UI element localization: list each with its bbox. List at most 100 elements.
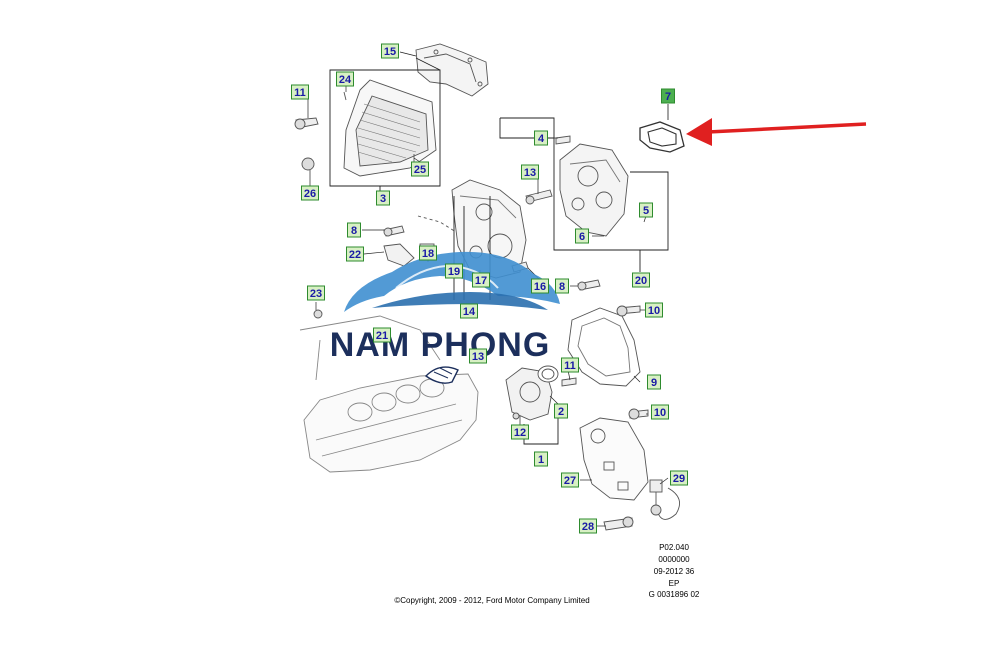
ref-line-4: EP [669,579,680,588]
callout-18: 18 [419,245,437,261]
callout-number: 29 [673,473,685,485]
washer-26-part [301,157,315,171]
callout-box [534,130,548,146]
callout-19: 19 [445,263,463,279]
bolt-11-part [294,117,319,130]
callout-box [373,327,391,343]
callout-number: 1 [538,454,544,466]
ref-line-3: 09-2012 36 [654,567,695,576]
callout-box [336,71,354,87]
ref-line-2: 0000000 [658,555,690,564]
callout-number: 9 [651,377,657,389]
callout-box [647,374,661,390]
callout-4: 4 [534,130,548,146]
callout-number: 17 [475,275,487,287]
callout-10: 10 [651,404,669,420]
rear-plate-part [579,417,649,501]
callout-23: 23 [307,285,325,301]
group-box-3 [329,69,441,187]
callout-17: 17 [472,272,490,288]
callout-box [521,164,539,180]
group-box-20 [500,117,669,251]
callout-number: 13 [524,167,536,179]
callout-box [291,84,309,100]
callout-box [561,472,579,488]
callout-number: 8 [559,281,565,293]
callout-number: 24 [339,74,352,86]
callout-12: 12 [511,424,529,440]
callout-box [469,348,487,364]
callout-box [651,404,669,420]
callout-number: 13 [472,351,484,363]
callout-20: 20 [632,272,650,288]
callout-3: 3 [376,190,390,206]
copyright-notice: ©Copyright, 2009 - 2012, Ford Motor Comp… [394,596,589,605]
car-silhouette-icon [344,251,560,312]
callout-14: 14 [460,303,478,319]
callout-22: 22 [346,246,364,262]
callout-box [472,272,490,288]
callout-box [460,303,478,319]
callout-15: 15 [381,43,399,59]
callout-box [632,272,650,288]
callout-box [531,278,549,294]
callout-number: 10 [654,407,666,419]
callout-box [347,222,361,238]
callout-number: 11 [294,87,306,99]
gasket-7-part [639,104,685,153]
callout-8: 8 [555,278,569,294]
callout-6: 6 [575,228,589,244]
watermark-tagline: GENUINE PARTS [415,312,476,318]
callout-number: 20 [635,275,647,287]
callout-11: 11 [291,84,309,100]
callout-29: 29 [670,470,688,486]
callout-box [511,424,529,440]
parts-line-art [294,43,685,531]
gasket-9-part [567,307,641,387]
sensor-29-part [649,479,681,520]
callout-24: 24 [336,71,354,87]
callout-2: 2 [554,403,568,419]
callout-5: 5 [639,202,653,218]
callout-1: 1 [534,451,548,467]
callout-number: 12 [514,427,526,439]
callout-box [579,518,597,534]
callout-box [301,185,319,201]
callout-10: 10 [645,302,663,318]
callout-number: 22 [349,249,361,261]
callout-7-highlighted: 7 [661,88,675,104]
callout-11: 11 [561,357,579,373]
oil-pump-part [559,143,629,237]
watermark-logo: GENUINE PARTS NAM PHONG [330,251,560,384]
callout-box [561,357,579,373]
callout-box [376,190,390,206]
callout-box [307,285,325,301]
rear-seal-part [505,365,559,421]
callout-number: 2 [558,406,564,418]
callout-number: 4 [538,133,545,145]
callout-27: 27 [561,472,579,488]
callout-box [411,161,429,177]
engine-block-part [299,315,479,473]
callout-box [661,88,675,104]
callout-25: 25 [411,161,429,177]
callout-number: 5 [643,205,649,217]
reference-block: P02.040 0000000 09-2012 36 EP G 0031896 … [649,543,700,599]
callout-box [575,228,589,244]
callout-16: 16 [531,278,549,294]
callout-number: 18 [422,248,434,260]
callout-13: 13 [469,348,487,364]
callout-number: 26 [304,188,316,200]
callout-number: 11 [564,360,576,372]
callout-box [670,470,688,486]
red-highlight-arrow [686,118,867,146]
watermark-brand: NAM PHONG [330,326,551,364]
callout-9: 9 [647,374,661,390]
callout-box [346,246,364,262]
ref-line-1: P02.040 [659,543,689,552]
callout-8: 8 [347,222,361,238]
callout-21: 21 [373,327,391,343]
callout-box [555,278,569,294]
